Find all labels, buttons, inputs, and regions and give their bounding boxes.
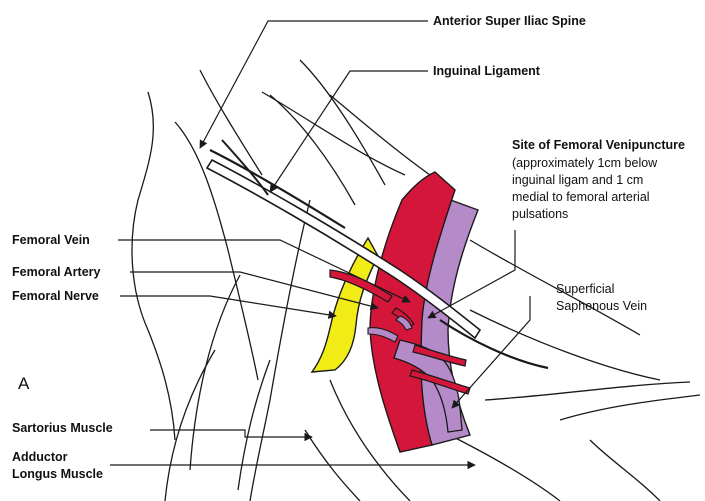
- label-asis: Anterior Super Iliac Spine: [433, 13, 586, 29]
- medial-curve-4: [560, 395, 700, 420]
- lower-thigh-line-3: [165, 350, 215, 501]
- label-femoral-vein: Femoral Vein: [12, 232, 90, 248]
- label-site-line2: inguinal ligam and 1 cm: [512, 172, 643, 188]
- abdomen-line-1: [270, 95, 355, 205]
- hip-outline: [132, 92, 175, 440]
- skin-fold-top: [262, 92, 405, 175]
- ligament-top-line: [210, 150, 345, 228]
- leader-arrows: [110, 21, 530, 465]
- medial-curve-3: [485, 382, 690, 400]
- sartorius-edge-1: [250, 200, 310, 501]
- label-femoral-artery: Femoral Artery: [12, 264, 100, 280]
- label-adductor-2: Longus Muscle: [12, 466, 103, 482]
- label-site-line4: pulsations: [512, 206, 568, 222]
- label-inguinal-ligament: Inguinal Ligament: [433, 63, 540, 79]
- thigh-fold-line: [200, 70, 262, 175]
- thigh-outer-line: [175, 122, 258, 380]
- label-site-line3: medial to femoral arterial: [512, 189, 650, 205]
- inguinal-arrow: [270, 71, 428, 192]
- label-sartorius: Sartorius Muscle: [12, 420, 113, 436]
- lower-thigh-line-1: [190, 275, 240, 470]
- label-saphenous-2: Saphenous Vein: [556, 298, 647, 314]
- medial-curve-1: [470, 240, 640, 335]
- label-adductor-1: Adductor: [12, 449, 68, 465]
- panel-letter: A: [18, 376, 29, 392]
- nerve-arrow: [120, 296, 336, 316]
- label-site-line1: (approximately 1cm below: [512, 155, 657, 171]
- label-femoral-nerve: Femoral Nerve: [12, 288, 99, 304]
- medial-lower: [590, 440, 660, 501]
- label-site-title: Site of Femoral Venipuncture: [512, 137, 685, 153]
- medial-curve-2: [470, 310, 660, 380]
- label-saphenous-1: Superficial: [556, 281, 614, 297]
